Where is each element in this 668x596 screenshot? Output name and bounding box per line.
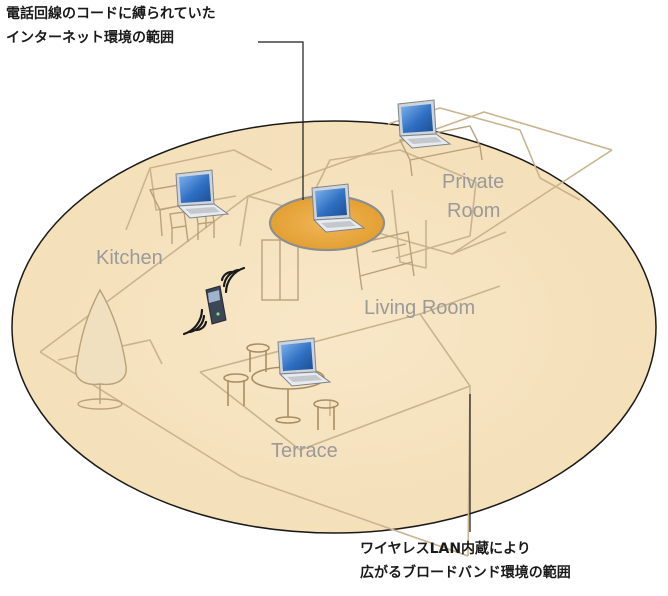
- room-label-kitchen: Kitchen: [96, 247, 163, 269]
- wired-range-callout: 電話回線のコードに縛られていた インターネット環境の範囲: [6, 2, 216, 50]
- room-label-terrace: Terrace: [271, 440, 338, 462]
- wireless-range-callout: ワイヤレスLAN内蔵により 広がるブロードバンド環境の範囲: [360, 537, 571, 585]
- living-room-furniture: [261, 231, 415, 301]
- terrace-furniture: [223, 343, 339, 430]
- tree-icon: [75, 288, 127, 410]
- laptop-icon-private-room: [397, 99, 451, 149]
- wired-range-callout-line1: 電話回線のコードに縛られていた: [6, 6, 216, 22]
- room-label-room: Room: [447, 200, 501, 222]
- wireless-range-callout-line1: ワイヤレスLAN内蔵により: [360, 541, 531, 557]
- private-room-furniture: [398, 125, 483, 177]
- room-label-private: Private: [442, 171, 505, 193]
- wireless-signal-icon: [182, 266, 246, 336]
- wireless-access-point-icon: [205, 285, 227, 325]
- top-callout-leader: [258, 41, 304, 200]
- wireless-range-callout-line2: 広がるブロードバンド環境の範囲: [360, 565, 571, 581]
- wired-range-callout-line2: インターネット環境の範囲: [6, 30, 174, 46]
- wireless-coverage-area: [11, 120, 657, 534]
- room-label-living-room: Living Room: [364, 297, 476, 319]
